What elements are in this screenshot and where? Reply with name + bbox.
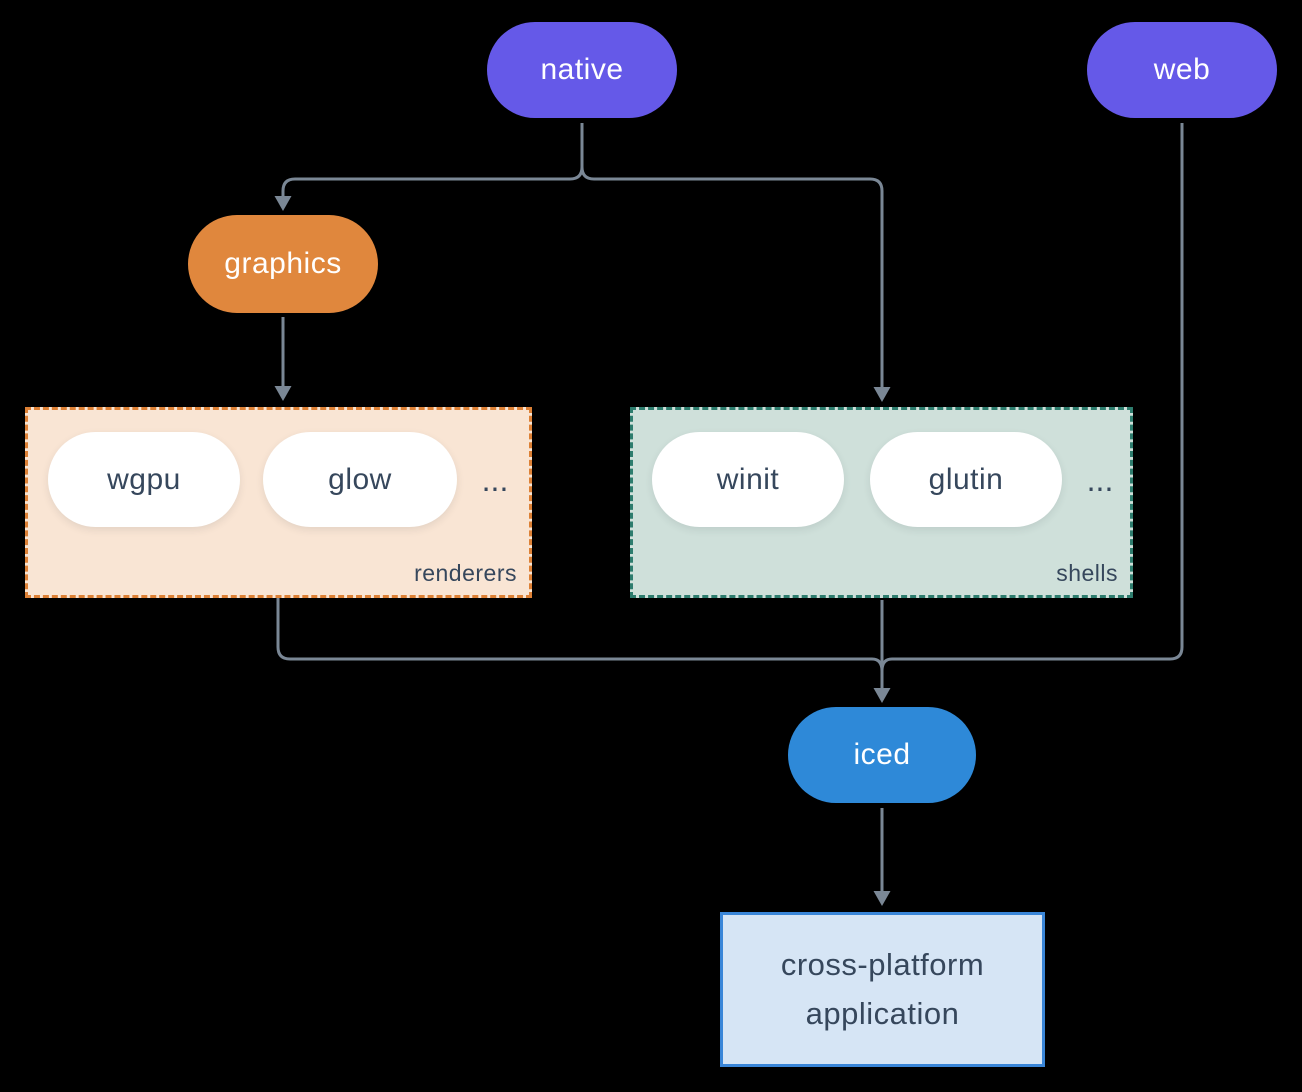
arrowhead-iced [873, 688, 891, 703]
edge-native-to-shells [580, 166, 884, 388]
node-web: web [1087, 22, 1277, 118]
node-glutin-label: glutin [928, 462, 1004, 496]
group-renderers: wgpu glow ... renderers [25, 407, 532, 598]
node-wgpu: wgpu [48, 432, 240, 527]
node-winit-label: winit [716, 462, 780, 496]
node-application: cross-platform application [720, 912, 1045, 1067]
node-application-label: cross-platform application [780, 947, 985, 1031]
node-wgpu-label: wgpu [107, 462, 181, 496]
node-web-label: web [1153, 53, 1211, 86]
node-native: native [487, 22, 677, 118]
node-glow-label: glow [328, 462, 392, 496]
arrowhead-shells [873, 387, 891, 402]
node-winit: winit [652, 432, 844, 527]
group-label-shells: shells [1056, 560, 1118, 586]
node-graphics-label: graphics [224, 247, 342, 280]
node-glow: glow [263, 432, 457, 527]
node-native-label: native [540, 53, 624, 86]
arrowhead-graphics [274, 196, 292, 211]
edge-renderers-to-merge [276, 598, 884, 672]
node-iced: iced [788, 707, 976, 803]
arrowhead-renderers [274, 386, 292, 401]
edge-native-to-graphics [281, 123, 584, 197]
node-iced-label: iced [853, 738, 911, 771]
renderers-ellipsis: ... [481, 462, 509, 498]
arrowhead-application [873, 891, 891, 906]
node-glutin: glutin [870, 432, 1062, 527]
group-label-renderers: renderers [414, 560, 517, 586]
node-graphics: graphics [188, 215, 378, 313]
group-shells: winit glutin ... shells [630, 407, 1133, 598]
shells-ellipsis: ... [1086, 462, 1114, 498]
